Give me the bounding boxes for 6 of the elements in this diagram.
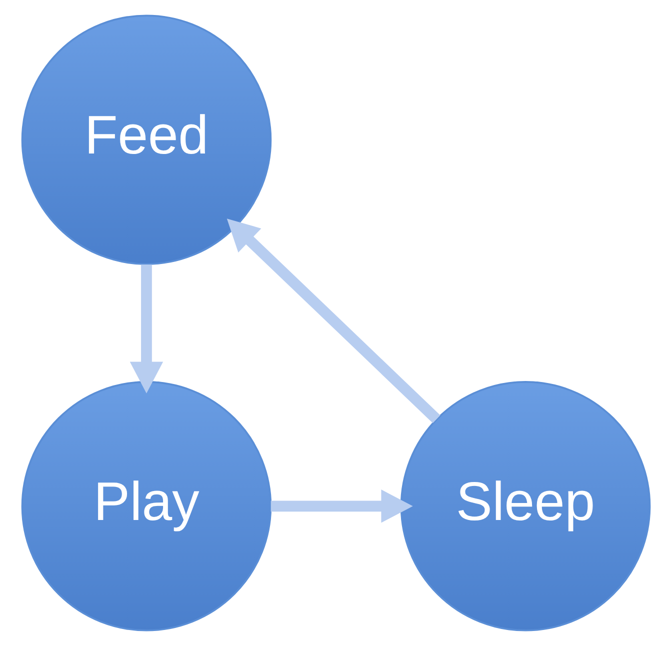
arrow [130, 264, 164, 394]
node-circle: Play [21, 381, 272, 632]
arrow [270, 490, 413, 523]
arrow [226, 218, 440, 424]
node-circle: Sleep [400, 381, 651, 632]
node-circle: Feed [21, 14, 272, 265]
